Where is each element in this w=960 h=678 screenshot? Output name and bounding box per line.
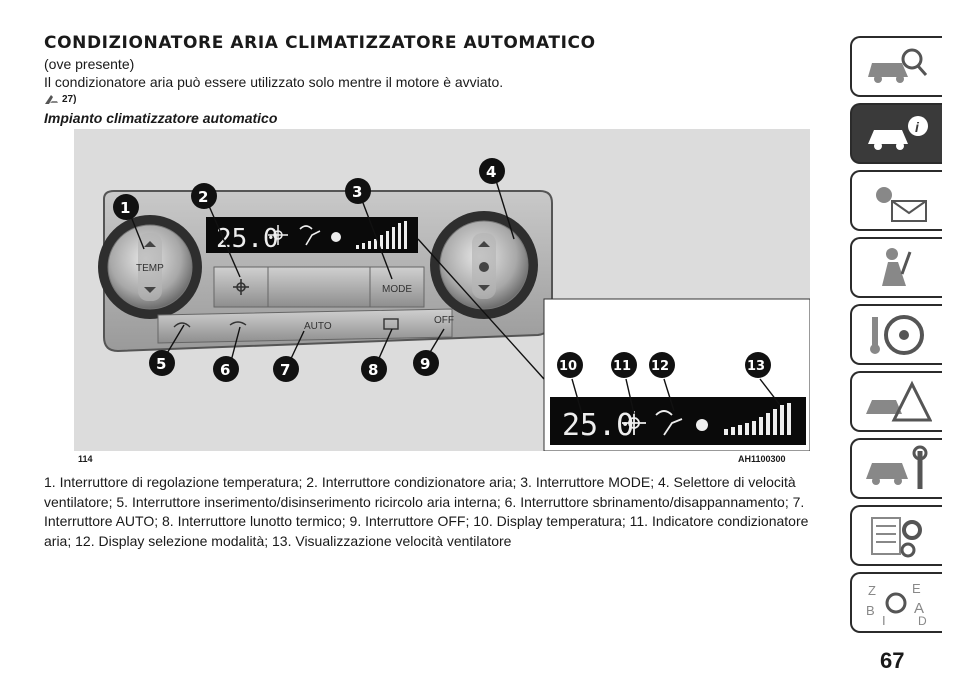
callout-9: 9: [413, 350, 439, 376]
display-temperature: 25.0: [216, 224, 279, 254]
warning-hand-icon: [45, 95, 58, 104]
svg-text:7: 7: [280, 361, 290, 379]
svg-text:E: E: [912, 581, 921, 596]
svg-text:12: 12: [651, 359, 669, 374]
figure-caption: Impianto climatizzatore automatico: [44, 110, 278, 126]
callout-4: 4: [479, 158, 505, 184]
fan-symbol-icon: [479, 262, 489, 272]
tab-starting-driving[interactable]: [850, 304, 942, 365]
svg-text:Z: Z: [868, 583, 876, 598]
callout-6: 6: [213, 356, 239, 382]
warning-reference: 27): [44, 93, 76, 105]
tab-emergency[interactable]: [850, 371, 942, 432]
mode-button-label: MODE: [382, 284, 412, 295]
tab-car-search[interactable]: [850, 36, 942, 97]
svg-text:A: A: [914, 600, 924, 617]
callout-3: 3: [345, 178, 371, 204]
svg-text:D: D: [918, 614, 927, 627]
svg-text:B: B: [866, 603, 875, 618]
callout-markers: 1 2 3 4 5 6 7 8 9 10 11 12 13: [113, 158, 771, 382]
figure-number: 114: [78, 454, 93, 464]
display-mode-icon: [299, 225, 321, 246]
tab-warning-lights[interactable]: [850, 170, 942, 231]
svg-text:8: 8: [368, 361, 378, 379]
specs-gears-icon: [871, 516, 922, 557]
tab-safety[interactable]: [850, 237, 942, 298]
alphabetical-index-icon: Z E B A I D: [866, 581, 927, 627]
subtitle: (ove presente): [44, 56, 135, 72]
temp-knob-label: TEMP: [136, 263, 164, 274]
center-blank-button: [267, 266, 371, 308]
svg-text:i: i: [915, 119, 920, 135]
callout-7: 7: [273, 356, 299, 382]
tab-index[interactable]: Z E B A I D: [850, 572, 942, 633]
warning-light-message-icon: [876, 186, 927, 222]
temp-up-icon: [144, 241, 156, 247]
svg-text:3: 3: [352, 183, 362, 201]
car-search-icon: [868, 48, 928, 83]
airbag-passenger-icon: [882, 247, 912, 286]
key-steering-wheel-icon: [870, 314, 924, 355]
callout-10: 10: [557, 352, 583, 378]
page-number: 67: [880, 648, 905, 673]
off-button-label: OFF: [434, 315, 454, 326]
svg-text:9: 9: [420, 355, 430, 373]
callout-8: 8: [361, 356, 387, 382]
svg-text:5: 5: [156, 355, 166, 373]
tab-maintenance[interactable]: [850, 438, 942, 499]
callout-12: 12: [649, 352, 675, 378]
display-fan-bars: [356, 221, 407, 249]
recirc-icon: [173, 322, 191, 328]
svg-text:1: 1: [120, 199, 130, 217]
callout-2: 2: [191, 183, 217, 209]
tab-car-info[interactable]: i: [850, 103, 942, 164]
callout-1: 1: [113, 194, 139, 220]
svg-text:6: 6: [220, 361, 230, 379]
climate-control-figure: 25.0 TEMP MODE AUTO OFF: [74, 129, 811, 452]
svg-text:2: 2: [198, 188, 208, 206]
car-wrench-icon: [866, 445, 928, 489]
svg-text:4: 4: [486, 163, 496, 181]
display-fan-icon: [331, 232, 341, 242]
mode-button: [369, 266, 425, 308]
svg-text:13: 13: [747, 359, 765, 374]
lower-button-strip: [157, 308, 453, 344]
svg-text:10: 10: [559, 359, 577, 374]
warning-ref-number: 27): [62, 93, 77, 105]
temp-down-icon: [144, 287, 156, 293]
car-breakdown-triangle-icon: [866, 380, 932, 421]
display-ac-icon: [268, 225, 288, 245]
callout-13: 13: [745, 352, 771, 378]
svg-text:11: 11: [613, 359, 631, 374]
callout-5: 5: [149, 350, 175, 376]
figure-legend: 1. Interruttore di regolazione temperatu…: [44, 474, 809, 549]
tab-technical-data[interactable]: [850, 505, 942, 566]
callout-11: 11: [611, 352, 637, 378]
inset-display-temperature: 25.0: [562, 408, 634, 443]
rear-defrost-icon: [383, 318, 399, 330]
auto-button-label: AUTO: [304, 321, 332, 332]
defrost-icon: [229, 321, 247, 326]
svg-text:I: I: [882, 613, 886, 627]
car-info-icon: i: [868, 115, 928, 150]
figure-code: AH1100300: [738, 454, 786, 464]
intro-text: Il condizionatore aria può essere utiliz…: [44, 74, 504, 90]
page-title: CONDIZIONATORE ARIA CLIMATIZZATORE AUTOM…: [44, 33, 596, 53]
